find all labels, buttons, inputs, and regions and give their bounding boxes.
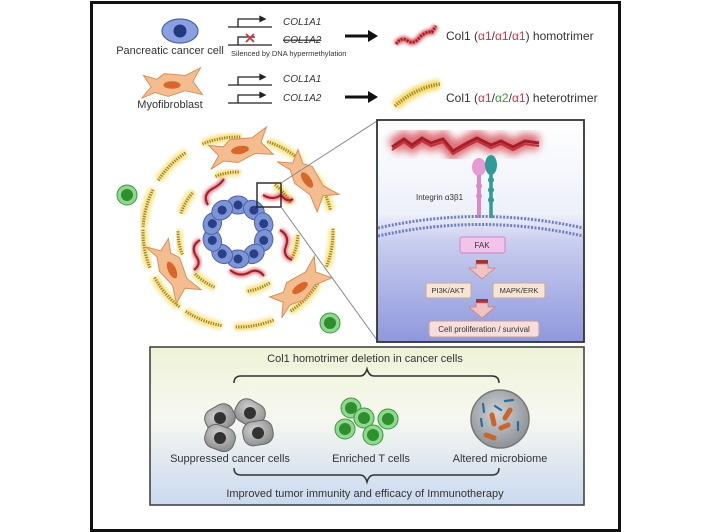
heterotrimer-fiber-core bbox=[157, 151, 188, 182]
zoom-guide-line bbox=[280, 120, 378, 184]
outcome-label: Cell proliferation / survival bbox=[438, 325, 530, 334]
col1a1-promoter-myofibroblast bbox=[228, 73, 272, 86]
down-arrow-icon bbox=[467, 260, 497, 280]
mapk-erk-box bbox=[492, 282, 546, 299]
heterotrimer-label: Col1 (α1/α2/α1) heterotrimer bbox=[446, 91, 598, 105]
myofibroblast-icon bbox=[141, 67, 203, 99]
myofibroblast-label: Myofibroblast bbox=[137, 99, 202, 111]
tumor-microenvironment bbox=[116, 120, 378, 341]
heterotrimer-fiber-core bbox=[184, 309, 222, 328]
legend-cancer-cell-row: Pancreatic cancer cell COL1A1 COL1A2 Sil… bbox=[116, 15, 594, 58]
item-label: Altered microbiome bbox=[453, 453, 548, 465]
membrane-inner-leaflet bbox=[377, 223, 584, 238]
bottom-brace bbox=[233, 467, 500, 485]
collagen-homotrimer-fiber bbox=[387, 128, 541, 162]
panel-conclusion: Improved tumor immunity and efficacy of … bbox=[226, 488, 504, 500]
cell-membrane bbox=[377, 215, 584, 238]
heterotrimer-fiber-core bbox=[152, 275, 181, 309]
heterotrimer-fiber-core bbox=[312, 173, 333, 211]
heterotrimer-fiber-core bbox=[179, 190, 195, 214]
cancer-cell-icon bbox=[161, 18, 199, 44]
gene-col1a2-myofibroblast: COL1A2 bbox=[283, 93, 322, 104]
heterotrimer-fibers bbox=[139, 133, 337, 331]
heterotrimer-fiber-core bbox=[234, 318, 275, 329]
homotrimer-fiber-core bbox=[229, 269, 265, 277]
collagen-homotrimer-icon bbox=[393, 24, 439, 46]
homotrimer-fiber-core bbox=[204, 178, 225, 206]
homotrimer-label: Col1 (α1/α1/α1) homotrimer bbox=[446, 29, 594, 43]
mapk-erk-label: MAPK/ERK bbox=[500, 286, 539, 295]
heterotrimer-fiber-core bbox=[273, 183, 293, 205]
integrin-label: Integrin α3β1 bbox=[416, 193, 464, 202]
item-label: Suppressed cancer cells bbox=[170, 453, 290, 465]
arrow-right-icon bbox=[345, 91, 378, 103]
pi3k-akt-box bbox=[425, 282, 472, 299]
top-brace bbox=[233, 366, 500, 384]
col1a1-promoter-cancer bbox=[228, 15, 272, 28]
col1a2-promoter-myofibroblast bbox=[228, 91, 272, 104]
gene-col1a1-cancer: COL1A1 bbox=[283, 17, 321, 28]
arrow-right-icon bbox=[345, 30, 378, 42]
t-cell bbox=[319, 312, 341, 334]
pi3k-akt-label: PI3K/AKT bbox=[432, 286, 465, 295]
heterotrimer-fiber-core bbox=[193, 271, 216, 289]
heterotrimer-fiber-core bbox=[141, 188, 155, 228]
silenced-note: Silenced by DNA hypermethylation bbox=[231, 49, 346, 58]
myofibroblast-cells bbox=[145, 126, 341, 319]
heterotrimer-fiber-core bbox=[246, 281, 271, 293]
fak-box bbox=[459, 236, 506, 254]
integrin-beta1-subunit bbox=[485, 155, 497, 218]
heterotrimer-fiber-core bbox=[201, 135, 242, 146]
homotrimer-fiber-core bbox=[279, 229, 293, 261]
legend-myofibroblast-row: Myofibroblast COL1A1 COL1A2 Col1 (α1/α2/… bbox=[137, 67, 598, 111]
altered-microbiome-icon bbox=[470, 389, 530, 449]
t-cell bbox=[116, 184, 138, 206]
heterotrimer-fiber-core bbox=[141, 228, 152, 269]
outcome-box bbox=[428, 320, 540, 338]
down-arrow-icon bbox=[467, 299, 497, 319]
deletion-outcome-panel: Col1 homotrimer deletion in cancer cells… bbox=[149, 346, 585, 506]
silenced-x-icon bbox=[245, 33, 255, 43]
integrin-alpha3-subunit bbox=[472, 158, 486, 218]
zoom-region-box bbox=[256, 182, 282, 208]
gene-col1a1-myofibroblast: COL1A1 bbox=[283, 74, 321, 85]
suppressed-cancer-cells-icon bbox=[204, 398, 274, 453]
membrane-outer-leaflet bbox=[377, 215, 584, 230]
collagen-heterotrimer-icon bbox=[391, 79, 441, 110]
gene-col1a2-cancer-silenced: COL1A2 bbox=[283, 35, 322, 46]
zoom-guide-line bbox=[280, 206, 378, 341]
integrin-signaling-inset: Integrin α3β1 FAK PI3K/AKT MAPK/ERK Cell… bbox=[376, 119, 585, 343]
fak-label: FAK bbox=[474, 241, 490, 250]
heterotrimer-fiber-core bbox=[288, 282, 319, 313]
item-label: Enriched T cells bbox=[332, 453, 410, 465]
heterotrimer-fiber-core bbox=[214, 170, 241, 178]
homotrimer-fiber-core bbox=[192, 239, 201, 271]
cancer-cell-label: Pancreatic cancer cell bbox=[116, 45, 224, 57]
heterotrimer-fiber-core bbox=[176, 229, 184, 256]
heterotrimer-fiber-core bbox=[324, 228, 335, 269]
panel-title: Col1 homotrimer deletion in cancer cells bbox=[267, 353, 463, 365]
